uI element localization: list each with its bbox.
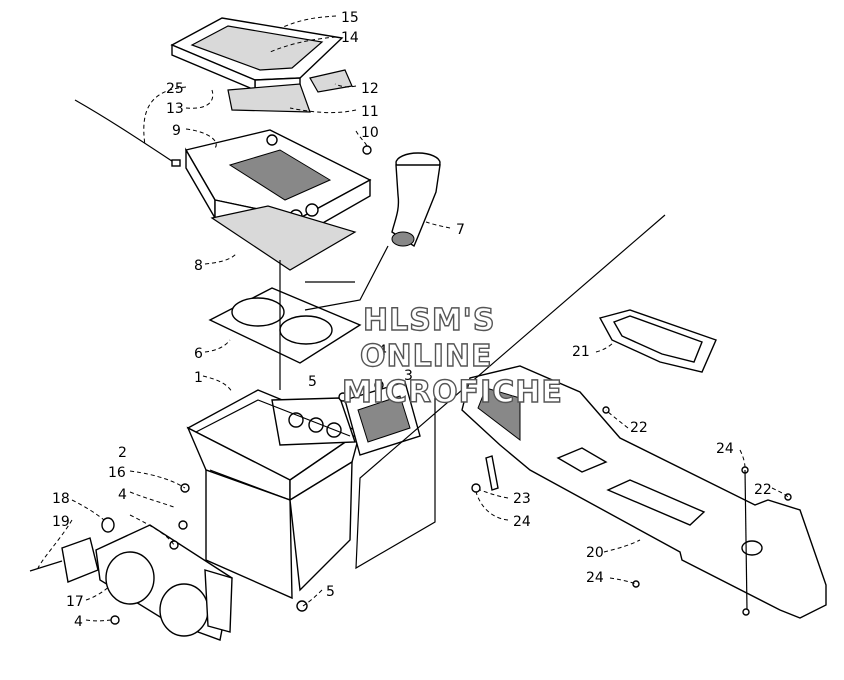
- callout-3: 3: [404, 368, 413, 384]
- callout-14: 14: [341, 30, 359, 46]
- callout-7: 7: [456, 222, 465, 238]
- grommet-part: [61, 517, 115, 583]
- watermark-line-2: ONLINE: [360, 339, 493, 374]
- gasket-plate-part: [208, 287, 362, 364]
- callout-16: 16: [108, 465, 126, 481]
- air-box-housing-part: [186, 389, 362, 600]
- callout-8: 8: [194, 258, 203, 274]
- front-intake-housing-part: [95, 524, 233, 641]
- callout-10: 10: [361, 125, 379, 141]
- callout-19: 19: [52, 514, 70, 530]
- fastener-10-part: [362, 145, 372, 155]
- callout-11: 11: [361, 104, 379, 120]
- flange-plate-part: [344, 381, 421, 456]
- callout-22-right: 22: [754, 482, 772, 498]
- callout-15: 15: [341, 10, 359, 26]
- callout-21: 21: [572, 344, 590, 360]
- callout-9: 9: [172, 123, 181, 139]
- callout-4-top: 4: [378, 343, 387, 359]
- callout-25: 25: [166, 81, 184, 97]
- watermark: HLSM'S ONLINE MICROFICHE: [341, 302, 563, 410]
- assembly-lines: [209, 214, 666, 570]
- callout-13: 13: [166, 101, 184, 117]
- callout-23: 23: [513, 491, 531, 507]
- callout-24-top: 24: [716, 441, 734, 457]
- callout-24-mid: 24: [513, 514, 531, 530]
- dashed-leader-lines: [37, 15, 789, 622]
- callout-20: 20: [586, 545, 604, 561]
- fasteners-misc: [110, 380, 384, 625]
- callout-4-mid: 4: [118, 487, 127, 503]
- watermark-line-1: HLSM'S: [363, 303, 495, 338]
- watermark-line-3: MICROFICHE: [342, 375, 563, 410]
- callout-18: 18: [52, 491, 70, 507]
- intake-duct-part: [461, 365, 827, 619]
- bracket-23-part: [471, 455, 499, 493]
- callout-24-bottom: 24: [586, 570, 604, 586]
- callout-labels: 15 14 12 11 10 25 13 9 7 8 6 1 4 5 3 2 1…: [52, 10, 772, 630]
- screw-19-part: [29, 560, 63, 572]
- callout-17: 17: [66, 594, 84, 610]
- callout-22-top: 22: [630, 420, 648, 436]
- callout-5-bottom: 5: [326, 584, 335, 600]
- callout-2: 2: [118, 445, 127, 461]
- callout-1: 1: [194, 370, 203, 386]
- filter-element-part: [227, 69, 353, 113]
- foam-pad-part: [210, 205, 357, 271]
- intake-elbow-part: [391, 152, 441, 248]
- gasket-ring-part: [598, 309, 717, 373]
- callout-6: 6: [194, 346, 203, 362]
- callout-4-bottom: 4: [74, 614, 83, 630]
- cable-tie-part: [74, 99, 181, 167]
- callout-5-top: 5: [308, 374, 317, 390]
- callout-12: 12: [361, 81, 379, 97]
- filter-cover-part: [170, 17, 344, 92]
